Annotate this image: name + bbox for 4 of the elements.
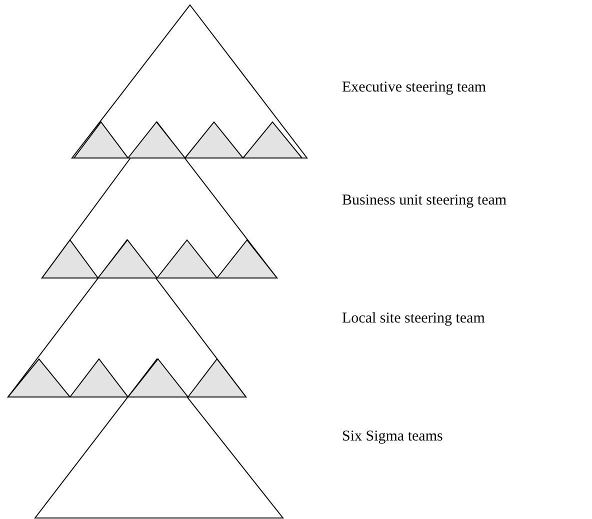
- team-level-label: Executive steering team: [342, 80, 486, 96]
- team-level-label: Business unit steering team: [342, 192, 507, 210]
- team-level-label: Local site steering team: [342, 310, 485, 328]
- team-level-label: Six Sigma teams: [342, 428, 443, 446]
